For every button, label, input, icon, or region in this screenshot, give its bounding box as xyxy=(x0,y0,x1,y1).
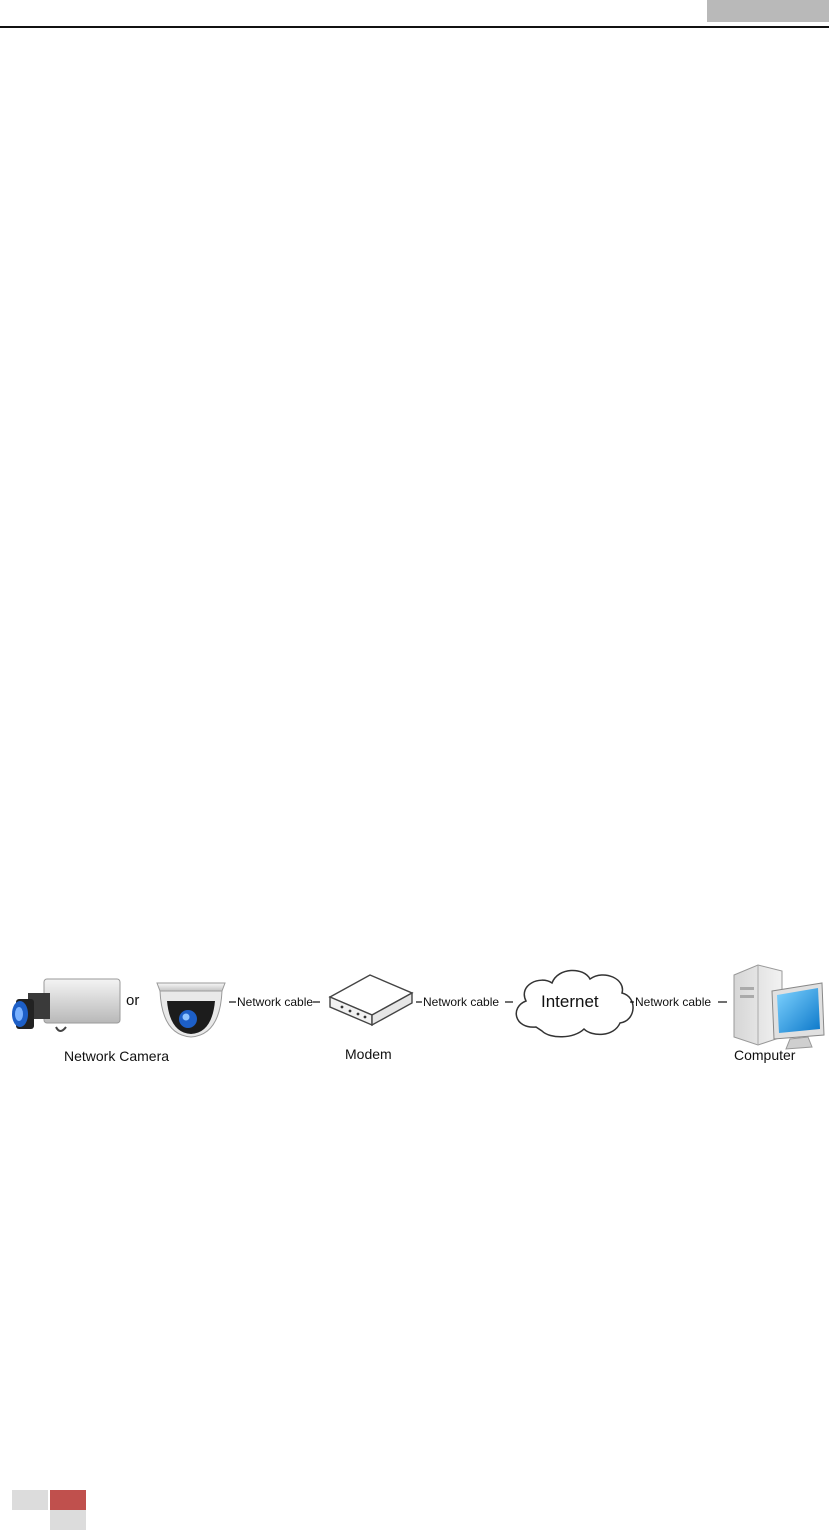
footer-square-gray xyxy=(12,1490,48,1510)
footer-square-gray-2 xyxy=(50,1510,86,1530)
header-tab xyxy=(707,0,829,22)
dome-camera-icon xyxy=(156,982,226,1038)
cloud-icon xyxy=(515,969,634,1038)
modem-label: Modem xyxy=(345,1046,392,1062)
computer-label: Computer xyxy=(734,1047,796,1063)
computer-icon xyxy=(733,964,825,1050)
link-label-3: Network cable xyxy=(635,995,711,1009)
modem-icon xyxy=(328,974,414,1027)
box-camera-icon xyxy=(12,978,121,1032)
footer-square-red xyxy=(50,1490,86,1510)
network-camera-label: Network Camera xyxy=(64,1048,169,1064)
network-diagram: or Network cable Network cable Internet … xyxy=(0,955,837,1065)
link-label-2: Network cable xyxy=(423,995,499,1009)
header-rule xyxy=(0,26,829,28)
or-text: or xyxy=(126,992,139,1009)
internet-label: Internet xyxy=(541,992,599,1011)
link-label-1: Network cable xyxy=(237,995,313,1009)
